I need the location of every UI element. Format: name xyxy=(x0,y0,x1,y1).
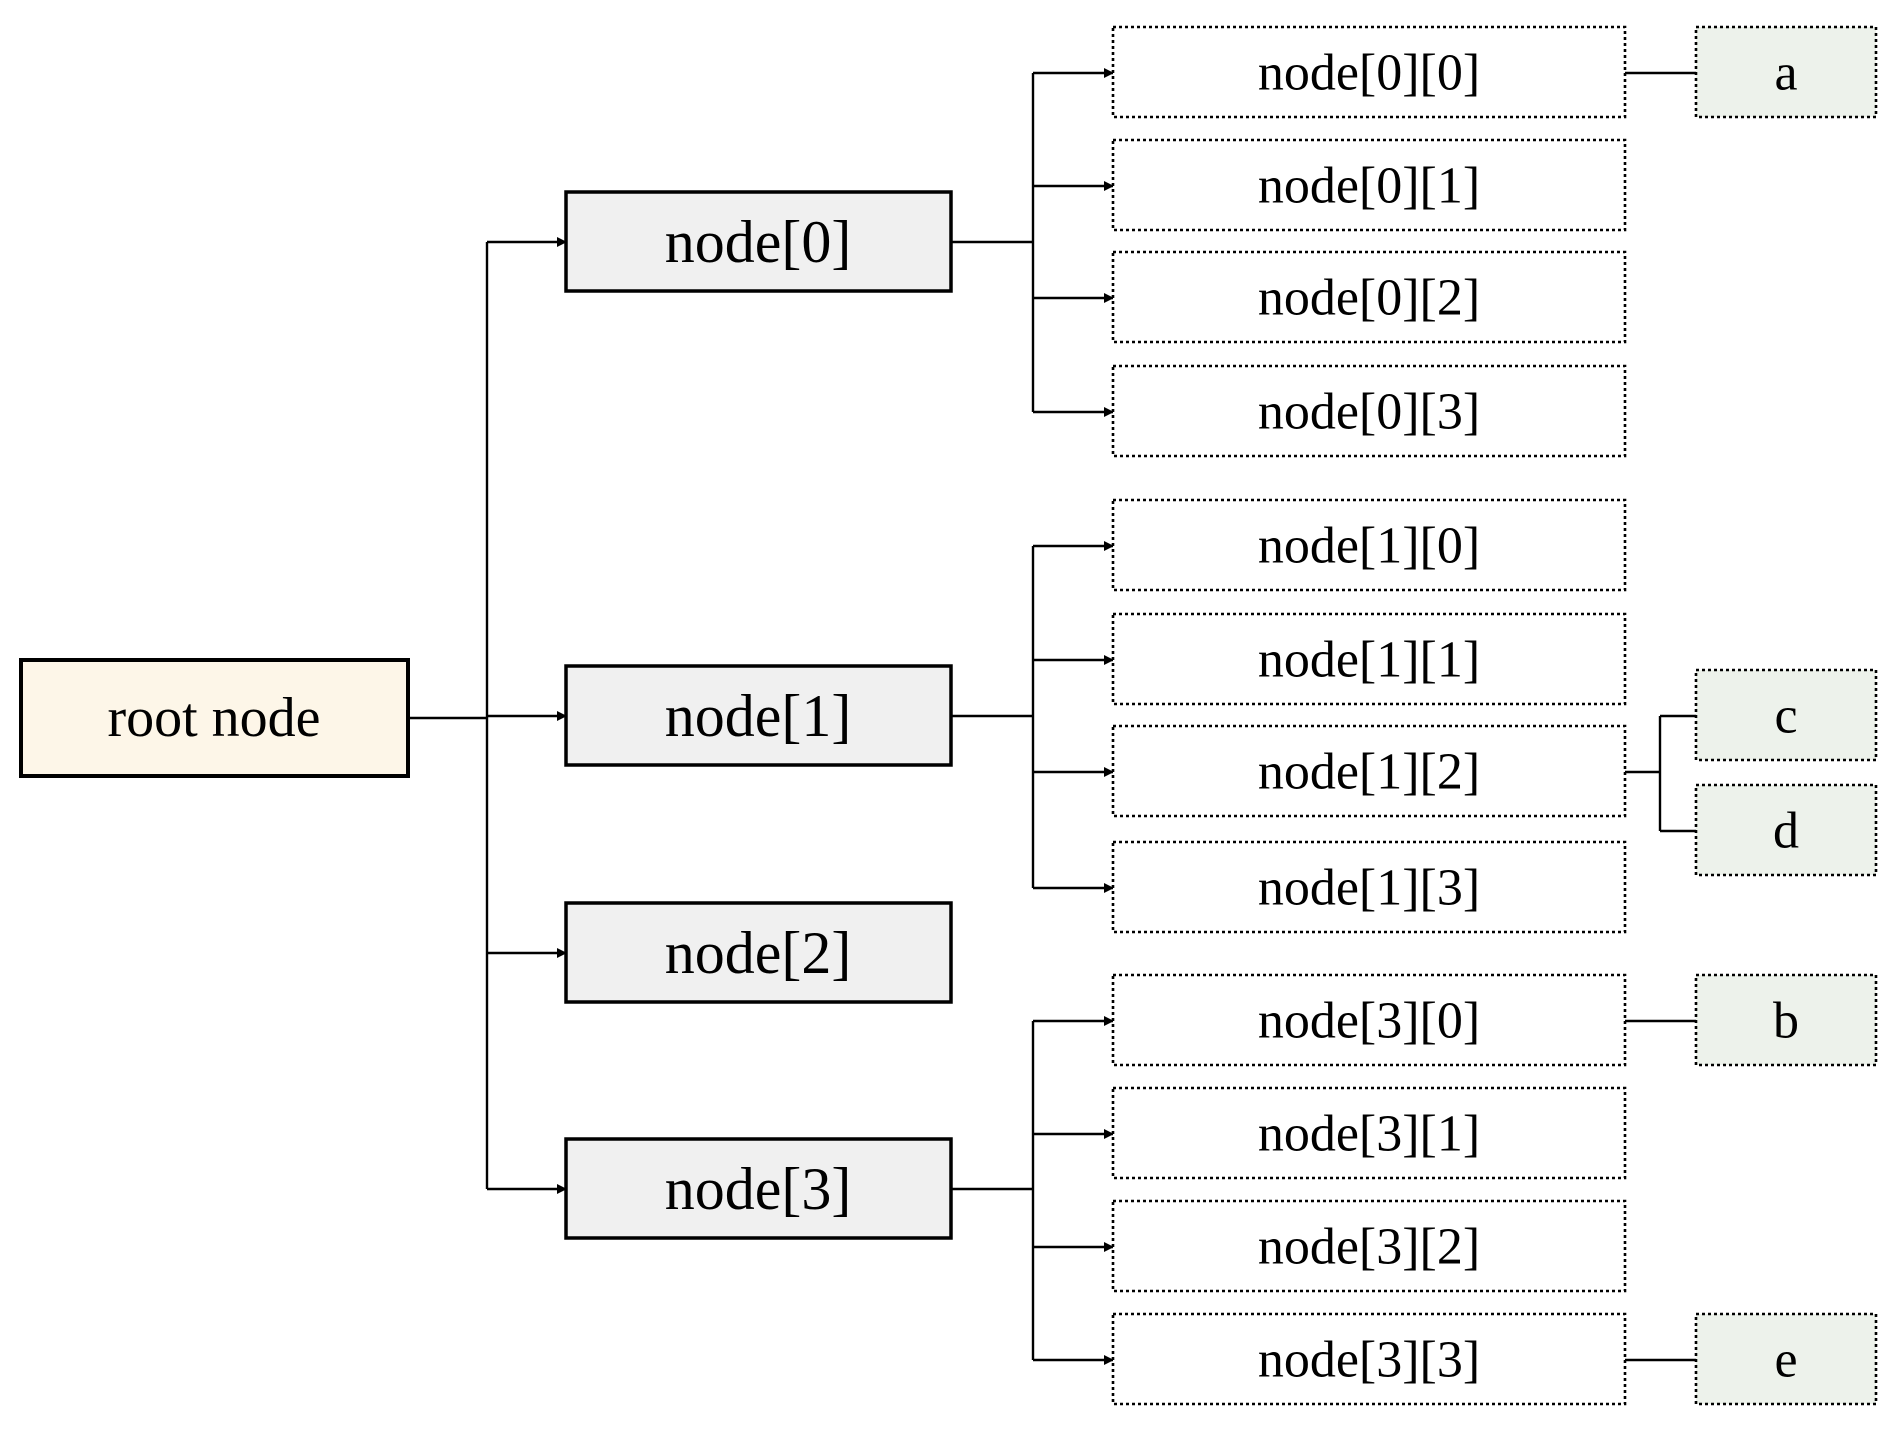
leaf-c-label: c xyxy=(1774,688,1797,745)
level2-nodes: node[0][0] node[0][1] node[0][2] node[0]… xyxy=(1111,25,1627,1406)
node-0-3-box xyxy=(1111,364,1627,458)
node-1-0-label: node[1][0] xyxy=(1258,518,1480,575)
leaf-b-label: b xyxy=(1773,993,1799,1050)
node-0: node[0] xyxy=(564,190,953,293)
leaf-d: d xyxy=(1694,783,1878,877)
node-0-1-label: node[0][1] xyxy=(1258,158,1480,215)
root-node-label: root node xyxy=(107,687,320,749)
node-0-box xyxy=(564,190,953,293)
node-1-0: node[1][0] xyxy=(1111,498,1627,592)
node-3-1: node[3][1] xyxy=(1111,1086,1627,1180)
node-0-1-box xyxy=(1111,138,1627,232)
node-1-0-box xyxy=(1111,498,1627,592)
node-3-3: node[3][3] xyxy=(1111,1312,1627,1406)
node-0-2-label: node[0][2] xyxy=(1258,270,1480,327)
leaf-e: e xyxy=(1694,1312,1878,1406)
node-1-1-label: node[1][1] xyxy=(1258,632,1480,689)
node-3-2-label: node[3][2] xyxy=(1258,1219,1480,1276)
leaf-a-label: a xyxy=(1774,45,1797,102)
node-3-1-label: node[3][1] xyxy=(1258,1106,1480,1163)
node-0-2-box xyxy=(1111,250,1627,344)
leaf-b: b xyxy=(1694,973,1878,1067)
node-0-label: node[0] xyxy=(665,209,852,275)
node-0-0-box xyxy=(1111,25,1627,119)
node-3-2-box xyxy=(1111,1199,1627,1293)
leaf-d-label: d xyxy=(1773,803,1799,860)
leaf-e-label: e xyxy=(1774,1332,1797,1389)
node-1-2-label: node[1][2] xyxy=(1258,744,1480,801)
node-3-label: node[3] xyxy=(665,1156,852,1222)
node-3-box xyxy=(564,1137,953,1240)
node-1-3-label: node[1][3] xyxy=(1258,860,1480,917)
node-3: node[3] xyxy=(564,1137,953,1240)
node-3-0: node[3][0] xyxy=(1111,973,1627,1067)
leaf-e-box xyxy=(1694,1312,1878,1406)
node-0-1: node[0][1] xyxy=(1111,138,1627,232)
leaf-c: c xyxy=(1694,668,1878,762)
node-0-3-label: node[0][3] xyxy=(1258,384,1480,441)
node-1-2-box xyxy=(1111,724,1627,818)
level1-nodes: node[0] node[1] node[2] node[3] xyxy=(564,190,953,1240)
node-0-2: node[0][2] xyxy=(1111,250,1627,344)
node-3-3-box xyxy=(1111,1312,1627,1406)
leaf-d-box xyxy=(1694,783,1878,877)
node-1-1: node[1][1] xyxy=(1111,612,1627,706)
node-3-1-box xyxy=(1111,1086,1627,1180)
node-1-label: node[1] xyxy=(665,683,852,749)
node-2-label: node[2] xyxy=(665,920,852,986)
node-3-0-box xyxy=(1111,973,1627,1067)
root-node: root node xyxy=(19,658,410,778)
leaf-a: a xyxy=(1694,25,1878,119)
node-3-0-label: node[3][0] xyxy=(1258,993,1480,1050)
node-1-1-box xyxy=(1111,612,1627,706)
node-2: node[2] xyxy=(564,901,953,1004)
leaf-b-box xyxy=(1694,973,1878,1067)
node-2-box xyxy=(564,901,953,1004)
leaf-c-box xyxy=(1694,668,1878,762)
root-node-box xyxy=(19,658,410,778)
node-1-2: node[1][2] xyxy=(1111,724,1627,818)
node-3-3-label: node[3][3] xyxy=(1258,1332,1480,1389)
leaf-nodes: a c d b e xyxy=(1694,25,1878,1406)
node-0-0-label: node[0][0] xyxy=(1258,45,1480,102)
node-1: node[1] xyxy=(564,664,953,767)
node-0-0: node[0][0] xyxy=(1111,25,1627,119)
leaf-a-box xyxy=(1694,25,1878,119)
node-1-box xyxy=(564,664,953,767)
node-1-3-box xyxy=(1111,840,1627,934)
connector-lines xyxy=(408,68,1696,1365)
node-0-3: node[0][3] xyxy=(1111,364,1627,458)
node-3-2: node[3][2] xyxy=(1111,1199,1627,1293)
node-1-3: node[1][3] xyxy=(1111,840,1627,934)
